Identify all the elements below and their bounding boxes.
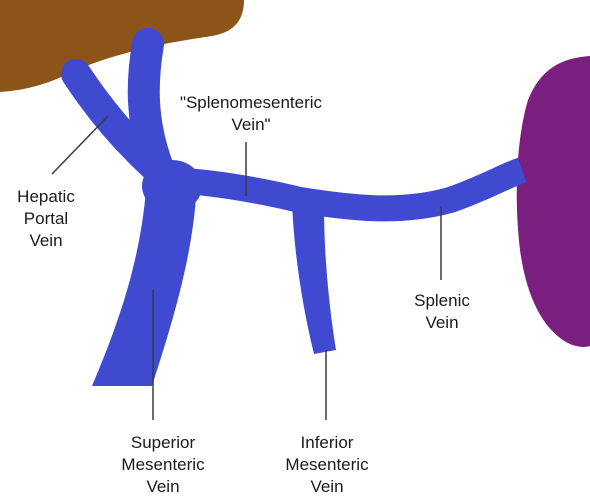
hepatic-portal-vein-branch bbox=[144, 44, 158, 168]
label-hepatic-portal-vein: Hepatic Portal Vein bbox=[4, 186, 88, 252]
label-inferior-mesenteric-vein: Inferior Mesenteric Vein bbox=[272, 432, 382, 498]
label-splenomesenteric-vein: "Splenomesenteric Vein" bbox=[166, 92, 336, 136]
label-splenic-vein: Splenic Vein bbox=[400, 290, 484, 334]
liver bbox=[0, 0, 244, 92]
label-superior-mesenteric-vein: Superior Mesenteric Vein bbox=[108, 432, 218, 498]
inferior-mesenteric-vein bbox=[292, 202, 336, 354]
splenomesenteric-vein bbox=[170, 170, 522, 208]
superior-mesenteric-vein bbox=[92, 190, 196, 386]
spleen bbox=[517, 56, 590, 347]
leader-hepatic-portal bbox=[52, 116, 108, 174]
